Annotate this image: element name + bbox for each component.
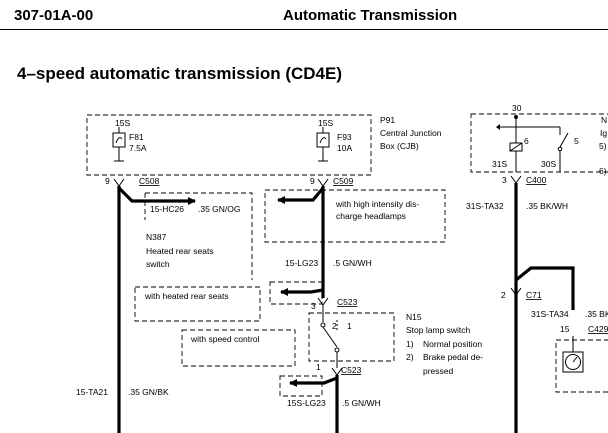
stop-lamp-name: Stop lamp switch: [406, 325, 471, 335]
connector-c508-label: C508: [139, 176, 160, 186]
relay-symbol: [496, 117, 569, 172]
cjb-name-line1: Central Junction: [380, 128, 442, 138]
cjb-ref: P91: [380, 115, 395, 125]
wire-15-hc26-spec: .35 GN/OG: [198, 204, 241, 214]
stop-lamp-note-2-line1: Brake pedal de-: [423, 352, 483, 362]
header-rule: [0, 29, 608, 30]
connector-c509-pin: 9: [310, 176, 315, 186]
connector-c523-out-pin: 1: [316, 362, 321, 372]
speed-control-option-box: [269, 281, 323, 305]
connector-c523-out-label: C523: [341, 365, 362, 375]
stop-lamp-ref: N15: [406, 312, 422, 322]
stop-lamp-note-1-num: 1): [406, 339, 414, 349]
wire-15-hc26-circuit: 15-HC26: [150, 204, 184, 214]
fuse-f81: [112, 127, 126, 162]
relay-terminal-6: 6: [524, 136, 529, 146]
wire-31s-ta32-circuit: 31S-TA32: [466, 201, 504, 211]
fuse-f93: [316, 127, 330, 162]
stop-lamp-contact-1: 1: [347, 321, 352, 331]
document-title: Automatic Transmission: [283, 7, 458, 24]
gauge-icon: [562, 336, 584, 373]
connector-c509-symbol: [317, 178, 329, 187]
stop-lamp-note-1-text: Normal position: [423, 339, 482, 349]
wire-15-ta21-spec: .35 GN/BK: [128, 387, 169, 397]
wire-15-ta21-circuit: 15-TA21: [76, 387, 108, 397]
section-title: 4–speed automatic transmission (CD4E): [17, 64, 342, 83]
connector-c508-symbol: [113, 178, 125, 187]
heated-seats-option-box: [134, 286, 261, 322]
relay-terminal-5: 5: [574, 136, 579, 146]
stop-lamp-switch-symbol: [320, 305, 340, 368]
fuse-f93-circuit: 15S: [318, 118, 333, 128]
heated-seats-option: with heated rear seats: [144, 291, 229, 301]
connector-c400-label: C400: [526, 175, 547, 185]
connector-c523-in-pin: 3: [311, 301, 316, 311]
fuse-f81-rating: 7.5A: [129, 143, 147, 153]
headlamps-option-line2: charge headlamps: [336, 211, 406, 221]
wire-15-hc26: [117, 186, 196, 205]
stop-lamp-note-2-line2: pressed: [423, 366, 454, 376]
wire-speed-control-branch: [280, 288, 324, 296]
headlamps-option-box: [264, 189, 446, 243]
wire-15-lg23-spec: .5 GN/WH: [333, 258, 372, 268]
connector-c400-symbol: [510, 175, 522, 184]
fuse-f93-rating: 10A: [337, 143, 352, 153]
connector-c509-label: C509: [333, 176, 354, 186]
wire-15s-lg23-branch-box: [279, 375, 323, 397]
stop-lamp-switch-box: [308, 312, 395, 362]
component-box-c429: [555, 339, 608, 393]
wire-15s-lg23-spec: .5 GN/WH: [342, 398, 381, 408]
cjb-box: [86, 114, 372, 176]
connector-c71-pin: 2: [501, 290, 506, 300]
heated-seats-ref: N387: [146, 232, 167, 242]
relay-name-partial: Ig: [600, 128, 607, 138]
relay-ref-partial: N: [601, 115, 607, 125]
relay-note-6: 6): [599, 166, 607, 176]
wire-headlamps-branch: [277, 186, 325, 204]
connector-c429-label: C429: [588, 324, 608, 334]
wire-15s-lg23-branch: [289, 376, 338, 387]
heated-seats-name-line2: switch: [146, 259, 170, 269]
fuse-f81-circuit: 15S: [115, 118, 130, 128]
fuse-f81-id: F81: [129, 132, 144, 142]
relay-out-right: 30S: [541, 159, 556, 169]
stop-lamp-contact-2: 2: [332, 321, 337, 331]
relay-out-left: 31S: [492, 159, 507, 169]
connector-c508-pin: 9: [105, 176, 110, 186]
relay-top-pin: 30: [512, 103, 522, 113]
speed-control-box: [181, 329, 296, 367]
connector-c71-label: C71: [526, 290, 542, 300]
cjb-name-line2: Box (CJB): [380, 141, 419, 151]
heated-seats-switch-box: [144, 192, 253, 280]
wire-31s-ta34-circuit: 31S-TA34: [531, 309, 569, 319]
headlamps-option-line1: with high intensity dis-: [335, 199, 419, 209]
document-id: 307-01A-00: [14, 7, 94, 24]
relay-note-5: 5): [599, 141, 607, 151]
wire-31s-ta34-branch: [515, 266, 575, 310]
stop-lamp-note-2-num: 2): [406, 352, 414, 362]
connector-c429-pin: 15: [560, 324, 570, 334]
wire-31s-ta32-spec: .35 BK/WH: [526, 201, 568, 211]
fuse-f93-id: F93: [337, 132, 352, 142]
wire-31s-ta34-spec: .35 BK: [585, 309, 608, 319]
connector-c71-symbol: [510, 287, 522, 296]
connector-c400-pin: 3: [502, 175, 507, 185]
speed-control-option: with speed control: [190, 334, 260, 344]
connector-c523-in-label: C523: [337, 297, 358, 307]
wire-15s-lg23-circuit: 15S-LG23: [287, 398, 326, 408]
relay-box: [470, 113, 608, 173]
heated-seats-name-line1: Heated rear seats: [146, 246, 214, 256]
wire-15-lg23-circuit: 15-LG23: [285, 258, 318, 268]
